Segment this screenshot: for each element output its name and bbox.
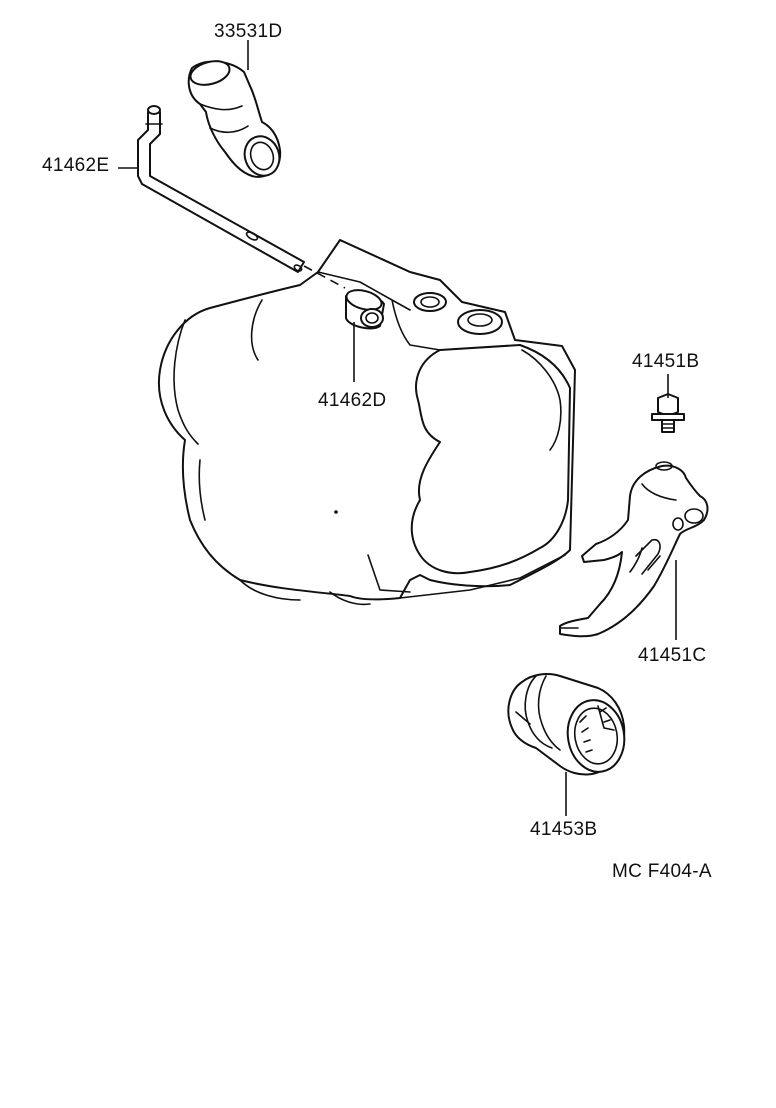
leader-lines [118, 40, 677, 816]
coupling-sleeve-icon [507, 673, 626, 776]
shift-rod-icon [137, 105, 346, 289]
part-label-41451B: 41451B [632, 351, 700, 372]
bushing-icon [345, 289, 385, 330]
bolt-icon [651, 393, 685, 433]
part-label-41451C: 41451C [638, 645, 707, 666]
transfer-case-housing [158, 239, 576, 606]
part-label-41462D: 41462D [318, 390, 387, 411]
shift-fork-icon [559, 461, 709, 638]
part-label-41453B: 41453B [530, 819, 598, 840]
part-label-33531D: 33531D [214, 21, 283, 42]
breather-hose-icon [187, 60, 282, 178]
figure-code: MC F404-A [612, 861, 712, 882]
part-label-41462E: 41462E [42, 155, 110, 176]
